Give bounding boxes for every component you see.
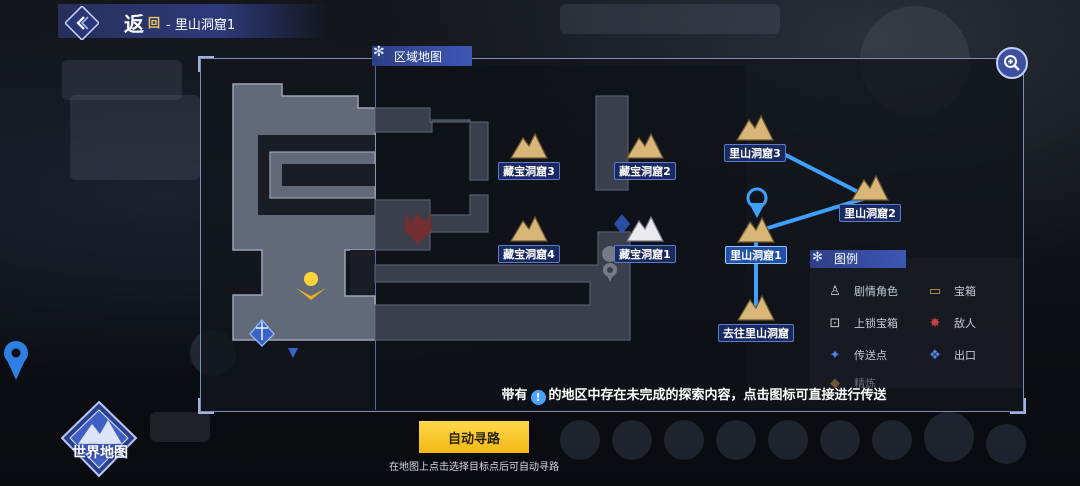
return-sub-label: 回 — [148, 16, 161, 30]
player-position-icon — [296, 272, 326, 300]
panel-corner-br — [1010, 398, 1026, 414]
legend-title: 图例 — [810, 250, 906, 268]
location-label: 里山洞窟3 — [724, 144, 786, 162]
location-label: 去往里山洞窟 — [718, 324, 794, 342]
header-bar — [58, 4, 328, 38]
location-label: 藏宝洞窟1 — [614, 245, 676, 263]
zoom-in-icon — [1004, 55, 1020, 71]
location-label: 里山洞窟1 — [725, 246, 787, 264]
location-lishan-cave-2[interactable]: 里山洞窟2 — [815, 172, 925, 222]
refine-icon: ◆ — [830, 375, 840, 391]
mountain-icon — [509, 215, 548, 242]
teleport-icon: ✦ — [829, 347, 841, 363]
panel-corner-bl — [198, 398, 214, 414]
direction-arrow-icon — [288, 348, 298, 358]
locked-chest-icon: ⊡ — [829, 315, 841, 331]
legend-panel — [810, 258, 1022, 388]
legend-item-enemy: ✸ 敌人 — [926, 314, 976, 332]
exit-icon: ❖ — [929, 347, 941, 363]
legend-item-exit: ❖ 出口 — [926, 346, 976, 364]
enemy-marker-icon — [404, 212, 432, 244]
location-label: 藏宝洞窟3 — [498, 162, 560, 180]
exploration-hint: 带有!的地区中存在未完成的探索内容，点击图标可直接进行传送 — [501, 388, 887, 405]
location-label: 藏宝洞窟4 — [498, 245, 560, 263]
return-label[interactable]: 返 — [124, 12, 144, 36]
location-treasure-cave-4[interactable]: 藏宝洞窟4 — [474, 213, 584, 263]
location-lishan-cave-3[interactable]: 里山洞窟3 — [700, 112, 810, 162]
world-map-emblem-icon — [60, 400, 138, 478]
location-lishan-cave-1[interactable]: 里山洞窟1 — [701, 214, 811, 264]
treasure-chest-icon: ▭ — [928, 283, 942, 299]
current-location-title: - 里山洞窟1 — [166, 18, 236, 33]
mountain-icon — [625, 215, 664, 242]
auto-path-hint: 在地图上点击选择目标点后可自动寻路 — [389, 462, 559, 473]
world-map-label: 世界地图 — [72, 445, 128, 461]
back-button[interactable] — [62, 4, 102, 42]
legend-item-treasure-chest: ▭ 宝箱 — [926, 282, 976, 300]
legend-item-teleport: ✦ 传送点 — [826, 346, 887, 364]
teleport-marker-icon — [614, 214, 630, 234]
location-treasure-cave-3[interactable]: 藏宝洞窟3 — [474, 130, 584, 180]
location-treasure-cave-1[interactable]: 藏宝洞窟1 — [590, 213, 700, 263]
exit-marker-icon — [249, 319, 275, 347]
region-map-tag: 区域地图 — [372, 46, 472, 66]
exclamation-badge-icon: ! — [530, 390, 546, 405]
selected-location-pin-icon — [746, 187, 768, 218]
mountain-icon — [736, 216, 775, 243]
mountain-icon — [735, 114, 774, 141]
map-pin-grey-icon — [602, 246, 619, 282]
legend-item-story-character: ♙ 剧情角色 — [826, 282, 898, 300]
zoom-button[interactable] — [996, 47, 1028, 79]
side-location-pin-icon — [4, 341, 28, 380]
enemy-icon: ✸ — [929, 315, 941, 331]
auto-path-button[interactable]: 自动寻路 — [419, 421, 529, 453]
world-map-button[interactable] — [56, 400, 142, 480]
location-label: 里山洞窟2 — [839, 204, 901, 222]
snowflake-icon: ✻ — [812, 250, 823, 265]
location-to-lishan-cave[interactable]: 去往里山洞窟 — [701, 292, 811, 342]
mountain-icon — [850, 174, 889, 201]
mountain-icon — [509, 132, 548, 159]
location-treasure-cave-2[interactable]: 藏宝洞窟2 — [590, 130, 700, 180]
legend-item-locked-chest: ⊡ 上锁宝箱 — [826, 314, 898, 332]
story-character-icon: ♙ — [829, 283, 841, 299]
legend-item-refine: ◆ 精炼 — [826, 374, 876, 392]
snowflake-icon: ✻ — [373, 44, 385, 60]
mountain-icon — [736, 294, 775, 321]
back-chevron-icon — [65, 6, 99, 40]
mountain-icon — [625, 132, 664, 159]
panel-corner-tl — [198, 56, 214, 72]
location-label: 藏宝洞窟2 — [614, 162, 676, 180]
